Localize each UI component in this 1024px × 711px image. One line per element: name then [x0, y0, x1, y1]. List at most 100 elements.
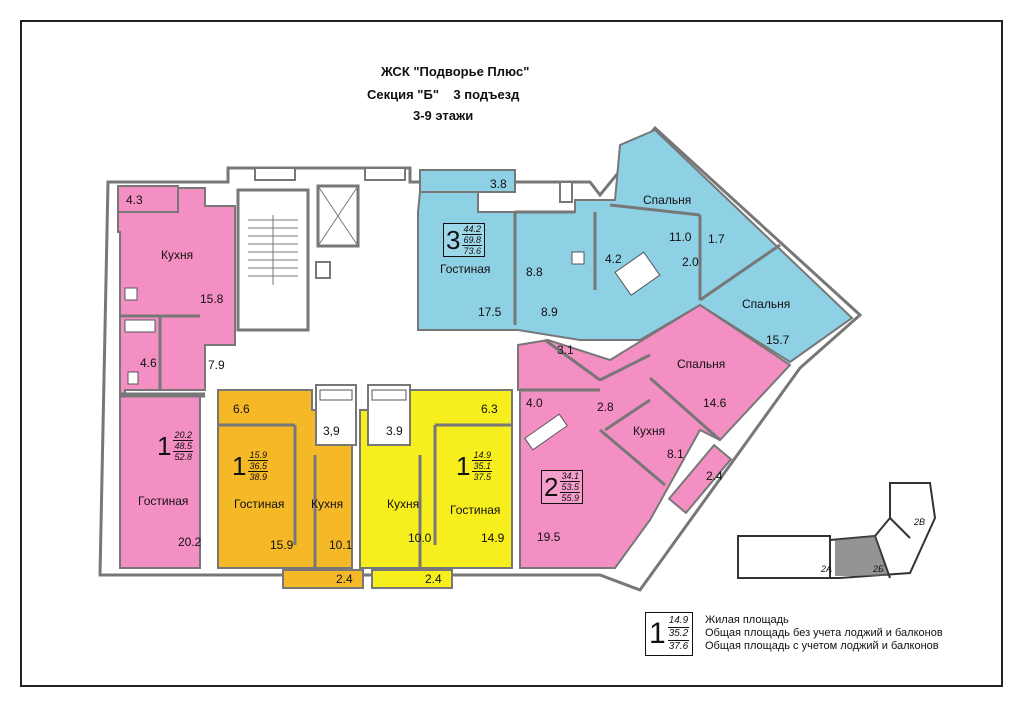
legend-living: 14.9 — [667, 615, 690, 628]
key-map-label-2a: 2А — [821, 564, 833, 574]
elevator-shaft-2 — [315, 261, 331, 279]
area-blue-corridor: 2.0 — [682, 255, 699, 269]
area-pink-right-loggia: 2.4 — [706, 469, 723, 483]
legend-total: 35.2 — [667, 628, 690, 641]
area-pink-right-hall: 2.8 — [597, 400, 614, 414]
yellow-bathtub — [371, 389, 407, 401]
label-living-yellow: Гостиная — [450, 503, 501, 517]
blue-loggia — [419, 169, 516, 193]
total-area-loggia: 55.9 — [561, 493, 579, 503]
legend-total-loggia: 37.6 — [668, 641, 689, 652]
area-pink-right-living: 19.5 — [537, 530, 561, 544]
pink-left-wc — [127, 371, 139, 385]
area-pink-right-bedroom: 14.6 — [703, 396, 727, 410]
rooms-count: 3 — [446, 225, 461, 255]
blue-sink — [571, 251, 585, 265]
area-blue-room: 8.8 — [526, 265, 543, 279]
area-orange-bath: 3,9 — [323, 424, 340, 438]
area-orange-living: 15.9 — [270, 538, 294, 552]
pink-left-apartment — [117, 187, 236, 569]
total-area: 69.8 — [462, 235, 482, 246]
legend-line-total: Общая площадь без учета лоджий и балконо… — [705, 627, 943, 639]
area-pink-left-kitchen: 15.8 — [200, 292, 224, 306]
rooms-count: 1 — [456, 451, 471, 481]
living-area: 44.2 — [462, 224, 482, 235]
area-pink-right-bath: 4.0 — [526, 396, 543, 410]
area-pink-right-kitchen: 8.1 — [667, 447, 684, 461]
rooms-count: 1 — [157, 431, 172, 461]
total-area: 53.5 — [560, 482, 580, 493]
area-blue-bedroom2: 15.7 — [766, 333, 790, 347]
area-blue-wc: 1.7 — [708, 232, 725, 246]
label-kitchen-yellow: Кухня — [387, 497, 420, 511]
label-bedroom-blue-1: Спальня — [643, 193, 692, 207]
label-kitchen-pink-left: Кухня — [161, 248, 194, 262]
area-orange-kitchen: 10.1 — [329, 538, 353, 552]
blue-apartment — [417, 128, 854, 364]
project-title: ЖСК "Подворье Плюс" — [381, 64, 530, 79]
area-pink-left-living: 20.2 — [178, 535, 202, 549]
total-area-loggia: 37.5 — [473, 472, 491, 482]
area-yellow-living: 14.9 — [481, 531, 505, 545]
area-orange-loggia: 2.4 — [336, 572, 353, 586]
area-blue-living: 17.5 — [478, 305, 502, 319]
area-pink-left-hall: 7.9 — [208, 358, 225, 372]
area-yellow-hall: 6.3 — [481, 402, 498, 416]
pink-left-loggia — [117, 185, 179, 213]
label-living-pink-left: Гостиная — [138, 494, 189, 508]
living-area: 15.9 — [248, 450, 268, 461]
pink-left-bathtub — [124, 319, 156, 333]
drawing-frame — [20, 20, 1003, 687]
area-blue-bedroom1: 11.0 — [669, 230, 692, 244]
total-area: 48.5 — [173, 441, 193, 452]
area-pink-left-bath: 4.6 — [140, 356, 157, 370]
area-yellow-kitchen: 10.0 — [408, 531, 432, 545]
living-area: 20.2 — [173, 430, 193, 441]
floors-title: 3-9 этажи — [413, 108, 474, 123]
total-area-loggia: 52.8 — [174, 452, 192, 462]
area-blue-bath: 4.2 — [605, 252, 622, 266]
rooms-count: 2 — [544, 472, 559, 502]
label-kitchen-pink-right: Кухня — [633, 424, 666, 438]
legend-line-living: Жилая площадь — [705, 614, 789, 626]
yellow-loggia — [371, 569, 453, 589]
label-living-orange: Гостиная — [234, 497, 285, 511]
key-map-label-2v: 2В — [914, 517, 926, 527]
total-area: 36.5 — [248, 461, 268, 472]
pink-left-sink — [124, 287, 138, 301]
area-blue-hall: 8.9 — [541, 305, 558, 319]
legend-line-total-loggia: Общая площадь с учетом лоджий и балконов — [705, 640, 939, 652]
total-area-loggia: 38.9 — [249, 472, 267, 482]
rooms-count: 1 — [649, 617, 666, 650]
section-title: Секция "Б" 3 подъезд — [367, 87, 520, 102]
area-pink-right-wc: 3.1 — [557, 343, 574, 357]
area-orange-hall: 6.6 — [233, 402, 250, 416]
section-key-map — [737, 482, 937, 579]
orange-loggia — [282, 569, 364, 589]
living-area: 14.9 — [472, 450, 492, 461]
area-blue-loggia: 3.8 — [490, 177, 507, 191]
blue-bathtub — [614, 251, 661, 296]
label-bedroom-blue-2: Спальня — [742, 297, 791, 311]
pink-right-loggia — [667, 443, 733, 515]
area-pink-left-loggia: 4.3 — [126, 193, 143, 207]
rooms-count: 1 — [232, 451, 247, 481]
pink-right-bathtub — [524, 413, 568, 451]
label-bedroom-pink-right: Спальня — [677, 357, 726, 371]
key-map-label-2b: 2Б — [873, 564, 884, 574]
label-living-blue: Гостиная — [440, 262, 491, 276]
area-yellow-loggia: 2.4 — [425, 572, 442, 586]
orange-bathtub — [319, 389, 353, 401]
total-area: 35.1 — [472, 461, 492, 472]
label-kitchen-orange: Кухня — [311, 497, 344, 511]
area-yellow-bath: 3.9 — [386, 424, 403, 438]
living-area: 34.1 — [560, 471, 580, 482]
total-area-loggia: 73.6 — [463, 246, 481, 256]
